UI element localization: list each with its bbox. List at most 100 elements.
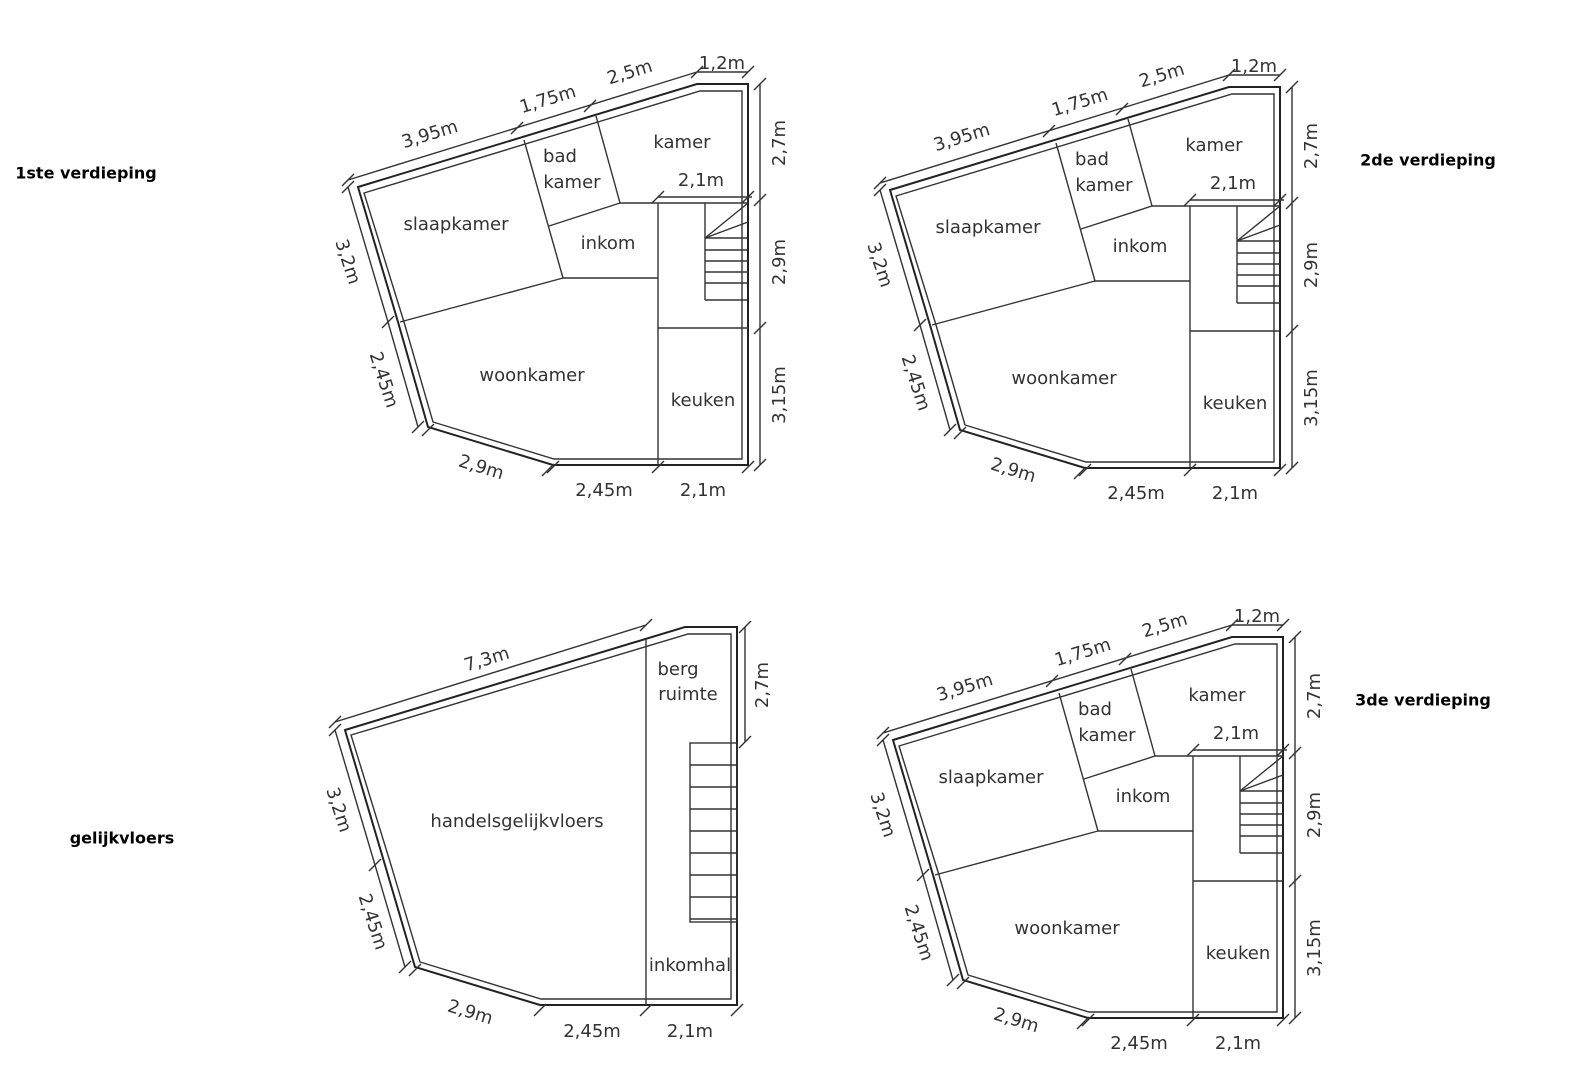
plan-label: 1,2m [699,53,745,74]
dimension-line [879,74,1230,184]
plan-label: 3,15m [1304,919,1325,977]
dimension-tick [639,1003,653,1017]
dimension-tick [913,318,927,332]
plan-label: berg [657,659,698,680]
dimension-tick [753,458,767,472]
plan-label: 3,2m [862,240,896,290]
dimension-tick [943,423,957,437]
wall-line [595,115,621,204]
dimension-tick [738,735,752,749]
wall-line [523,139,564,279]
plan-label: 1,2m [1231,56,1277,77]
plan-label: 3,2m [865,790,899,840]
inner-wall [895,93,1275,463]
dimension-tick [651,460,665,474]
plan-label: 2,7m [1304,673,1325,719]
plan-label: keuken [1203,393,1268,414]
dimension-tick [1288,746,1302,760]
plan-label: 2,9m [445,996,495,1030]
stair-line [704,202,749,239]
dimension-tick [1118,652,1132,666]
dimension-tick [510,121,524,135]
floor-title-3: 3de verdieping [1355,690,1491,710]
plan-label: 2,9m [991,1004,1041,1038]
dimension-tick [741,460,755,474]
plan-label: 2,1m [680,480,726,501]
plan-label: kamer [1075,175,1133,196]
dimension-tick [1285,80,1299,94]
plan-label: bad [1078,699,1112,720]
plan-label: 1,75m [1049,84,1110,121]
dimension-tick [368,858,382,872]
dimension-line [919,324,951,431]
plan-label: 2,45m [1110,1033,1168,1054]
wall-line [931,280,1096,326]
dimension-line [879,189,921,326]
plan-label: 2,5m [1140,609,1190,643]
dimension-line [922,874,954,981]
dimension-tick [1288,630,1302,644]
dimension-tick [1186,1013,1200,1027]
dimension-tick [1288,1011,1302,1025]
dimension-tick [741,65,755,79]
plan-label: 3,2m [321,785,355,835]
dimension-tick [1276,743,1290,757]
dimension-tick [1183,193,1197,207]
wall-line [399,277,564,323]
plan-label: 2,9m [1301,242,1322,288]
dimension-tick [328,723,342,737]
dimension-tick [738,620,752,634]
plan-label: 1,75m [517,81,578,118]
dimension-tick [1076,1016,1090,1030]
plan-label: slaapkamer [935,217,1041,238]
plan-label: 2,9m [456,451,506,485]
staircase [704,202,749,301]
dimension-tick [1276,1013,1290,1027]
plan-label: 1,2m [1234,606,1280,627]
plan-label: 2,45m [365,349,403,410]
dimension-tick [533,1003,547,1017]
outer-wall [356,83,749,466]
plan-label: 2,45m [575,480,633,501]
stair-line [1239,755,1284,792]
plan-label: 2,45m [900,902,938,963]
dimension-tick [1285,461,1299,475]
plan-label: handelsgelijkvloers [430,811,603,832]
dimension-tick [1225,618,1239,632]
wall-line [1127,118,1153,207]
dimension-tick [1276,618,1290,632]
plan-label: slaapkamer [938,767,1044,788]
stair-line [704,221,749,239]
outer-wall [343,626,738,1006]
dimension-tick [730,1003,744,1017]
plan-label: inkom [581,233,636,254]
dimension-tick [873,176,887,190]
dimension-tick [753,193,767,207]
plan-label: 2,1m [1212,483,1258,504]
dimension-tick [916,868,930,882]
plan-label: keuken [671,390,736,411]
stair-line [1239,774,1284,792]
dimension-tick [1273,193,1287,207]
dimension-tick [956,976,970,990]
dimension-tick [1285,196,1299,210]
plan-label: kamer [1185,135,1243,156]
plan-label: 3,2m [330,237,364,287]
dimension-tick [953,426,967,440]
plan-label: 2,7m [1301,123,1322,169]
plan-label: 2,1m [1213,723,1259,744]
plan-label: 2,9m [988,454,1038,488]
dimension-tick [1183,463,1197,477]
wall-line [1130,668,1156,757]
dimension-tick [1042,124,1056,138]
plan-label: 1,75m [1052,634,1113,671]
dimension-tick [541,463,555,477]
dimension-tick [753,77,767,91]
plan-label: kamer [1078,725,1136,746]
staircase [1236,205,1281,304]
dimension-tick [408,963,422,977]
wall-line [1080,205,1153,230]
dimension-tick [1222,68,1236,82]
